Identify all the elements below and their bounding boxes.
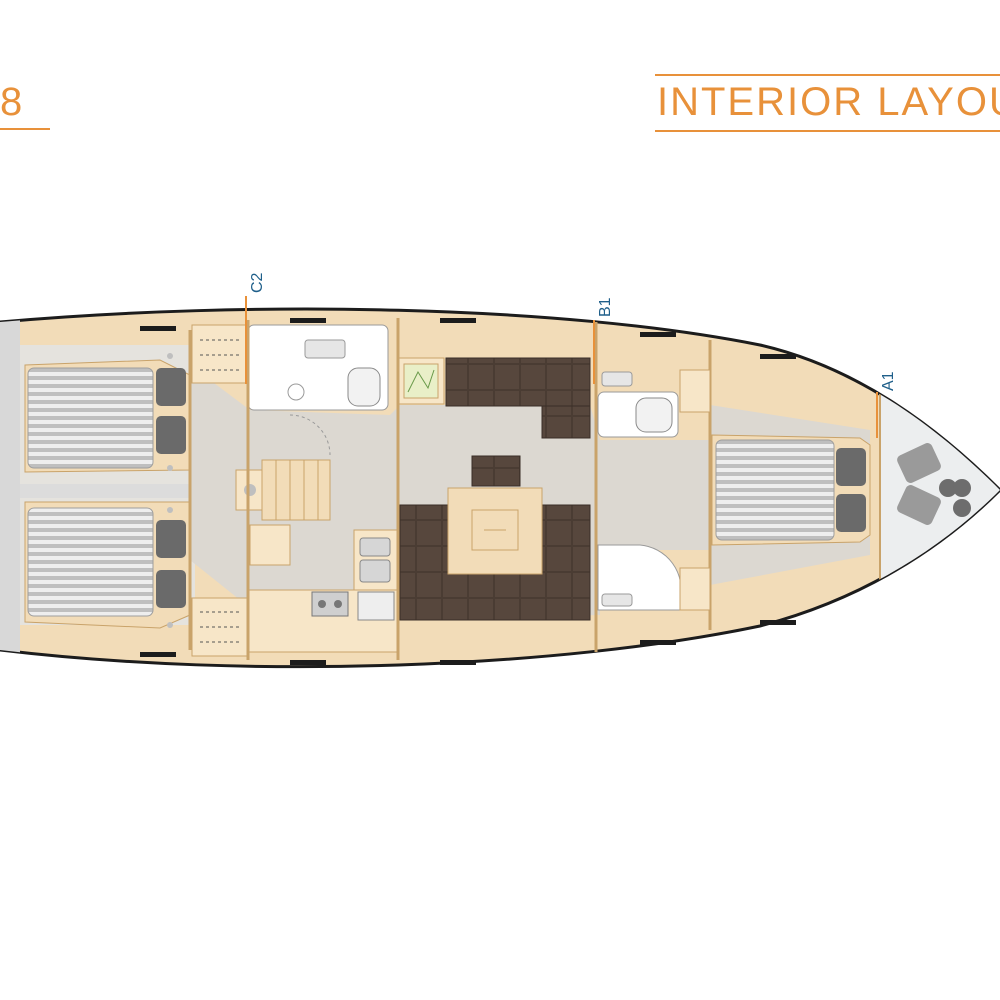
bow-gear [897, 443, 971, 525]
aft-port-berth [24, 353, 191, 473]
interior-layout-header: INTERIOR LAYOUT [655, 74, 1000, 132]
section-label-a1: A1 [880, 371, 897, 391]
hull-windows [140, 318, 796, 665]
interior-layout-title: INTERIOR LAYOUT [657, 80, 1000, 124]
chart-table [397, 357, 445, 405]
section-marker-c2: C2 [245, 272, 266, 384]
model-number-header: 8 [0, 78, 50, 130]
aft-starboard-berth [24, 501, 191, 629]
companionway-steps [235, 459, 331, 566]
aft-lockers [191, 324, 248, 657]
galley [247, 529, 399, 653]
saloon-settee-port [445, 357, 591, 439]
forward-head-port [597, 371, 679, 438]
section-marker-a1: A1 [876, 371, 897, 438]
section-marker-b1: B1 [593, 297, 614, 384]
aft-corridor [20, 484, 240, 498]
bulkheads [188, 318, 712, 660]
forward-head-starboard [597, 544, 682, 611]
forward-berth [711, 434, 871, 546]
bow-locker [880, 330, 1000, 660]
section-label-b1: B1 [597, 297, 614, 317]
transom-area [0, 320, 20, 660]
forward-lockers [679, 369, 711, 611]
section-label-c2: C2 [249, 272, 266, 293]
saloon-table [447, 487, 543, 575]
aft-head [247, 324, 389, 456]
forward-passage [600, 440, 710, 550]
model-number-fragment: 8 [0, 80, 24, 124]
